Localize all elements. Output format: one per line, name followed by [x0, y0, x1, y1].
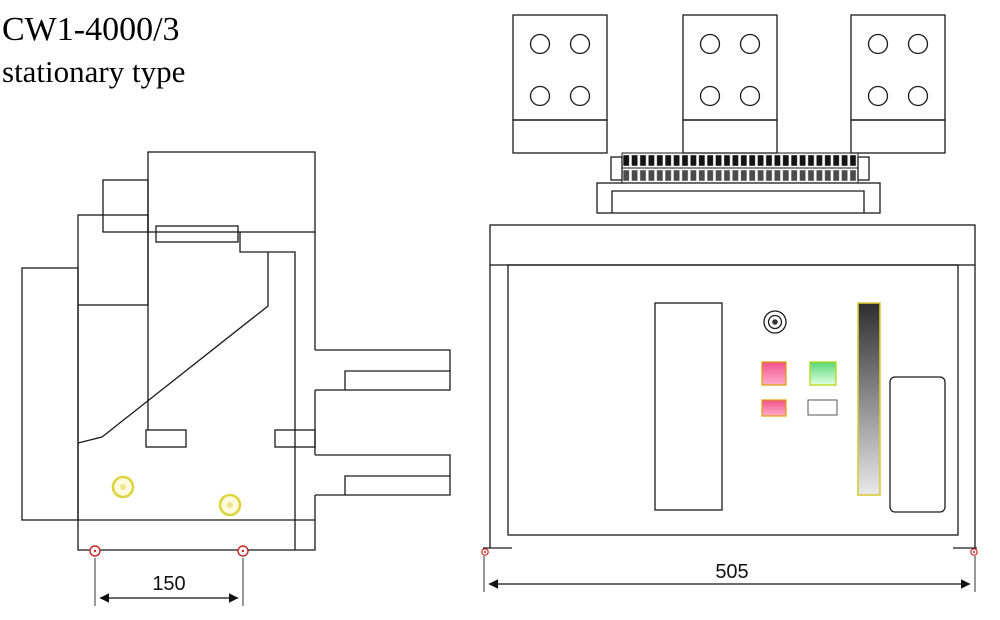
yellow-indicator-lower: [218, 493, 242, 517]
yellow-indicator-dot-icon: [120, 484, 126, 490]
side-width-dimension-label: 150: [152, 573, 185, 595]
mount-hole-dot-left: [93, 549, 97, 553]
side-mechanism-linkage-line: [77, 252, 269, 444]
front-foot-right: [953, 538, 977, 549]
terminal-pad-left: [512, 14, 608, 154]
arc-cover-channel: [611, 190, 865, 213]
product-model-title: CW1-4000/3: [2, 11, 180, 48]
terminal-pad-right: [850, 14, 946, 154]
secondary-terminal-row-top: [621, 152, 859, 169]
terminal-pad-middle: [682, 14, 778, 154]
terminal-pad-extension: [682, 119, 778, 154]
bolt-hole-icon: [699, 85, 721, 107]
bolt-hole-icon: [569, 85, 591, 107]
secondary-terminal-row-bottom: [621, 167, 859, 184]
yellow-indicator-upper: [111, 475, 135, 499]
terminal-strip-tab-left: [610, 156, 623, 181]
close-button-green[interactable]: [809, 361, 837, 386]
bolt-hole-icon: [867, 33, 889, 55]
front-outer-walls: [489, 265, 976, 538]
foot-marker-dot-right: [973, 551, 975, 553]
side-left-step-upper: [102, 179, 149, 233]
arc-chute-vent-panel: [654, 302, 723, 511]
charge-button-center-icon: [772, 319, 778, 325]
charge-button[interactable]: [763, 310, 787, 334]
bolt-hole-icon: [699, 33, 721, 55]
rating-label-strip: [857, 302, 881, 496]
side-left-step-lower: [77, 214, 149, 306]
bolt-hole-icon: [907, 33, 929, 55]
foot-marker-dot-left: [484, 551, 486, 553]
terminal-pad-plate: [682, 14, 778, 121]
charge-button-outer-ring-icon: [763, 310, 787, 334]
side-busbar-lower: [315, 454, 451, 496]
side-view: 150: [21, 151, 451, 606]
yellow-indicator-dot-icon: [227, 502, 233, 508]
side-cap-slot: [155, 225, 239, 243]
handle-pocket[interactable]: [889, 376, 946, 513]
terminal-pad-plate: [850, 14, 946, 121]
bolt-hole-icon: [907, 85, 929, 107]
trip-button-pink[interactable]: [761, 361, 787, 386]
side-dimension-extension-lines: [94, 558, 244, 606]
side-top-cap: [147, 151, 316, 233]
side-body-outline: [77, 232, 316, 551]
reset-button-pink-small[interactable]: [761, 399, 787, 417]
bolt-hole-icon: [529, 33, 551, 55]
bolt-hole-icon: [569, 33, 591, 55]
side-latch-block-left: [145, 429, 187, 448]
terminal-pad-extension: [512, 119, 608, 154]
terminal-strip-tab-right: [857, 156, 870, 181]
front-view: 505: [481, 14, 978, 592]
side-busbar-upper: [315, 349, 451, 391]
arc-cover: [596, 182, 881, 214]
front-width-dimension-label: 505: [715, 561, 748, 583]
bolt-hole-icon: [739, 33, 761, 55]
charge-button-inner-ring-icon: [767, 314, 783, 330]
front-top-band: [489, 224, 976, 266]
front-foot-left: [483, 538, 512, 549]
mount-hole-dot-right: [241, 549, 245, 553]
side-mounting-panel: [21, 267, 79, 521]
terminal-pad-extension: [850, 119, 946, 154]
front-dimension-extension-lines: [483, 556, 976, 592]
front-face-panel: [507, 264, 959, 536]
bolt-hole-icon: [867, 85, 889, 107]
bolt-hole-icon: [529, 85, 551, 107]
terminal-pad-plate: [512, 14, 608, 121]
indicator-window: [807, 399, 838, 416]
bolt-hole-icon: [739, 85, 761, 107]
product-variant-subtitle: stationary type: [2, 54, 185, 89]
